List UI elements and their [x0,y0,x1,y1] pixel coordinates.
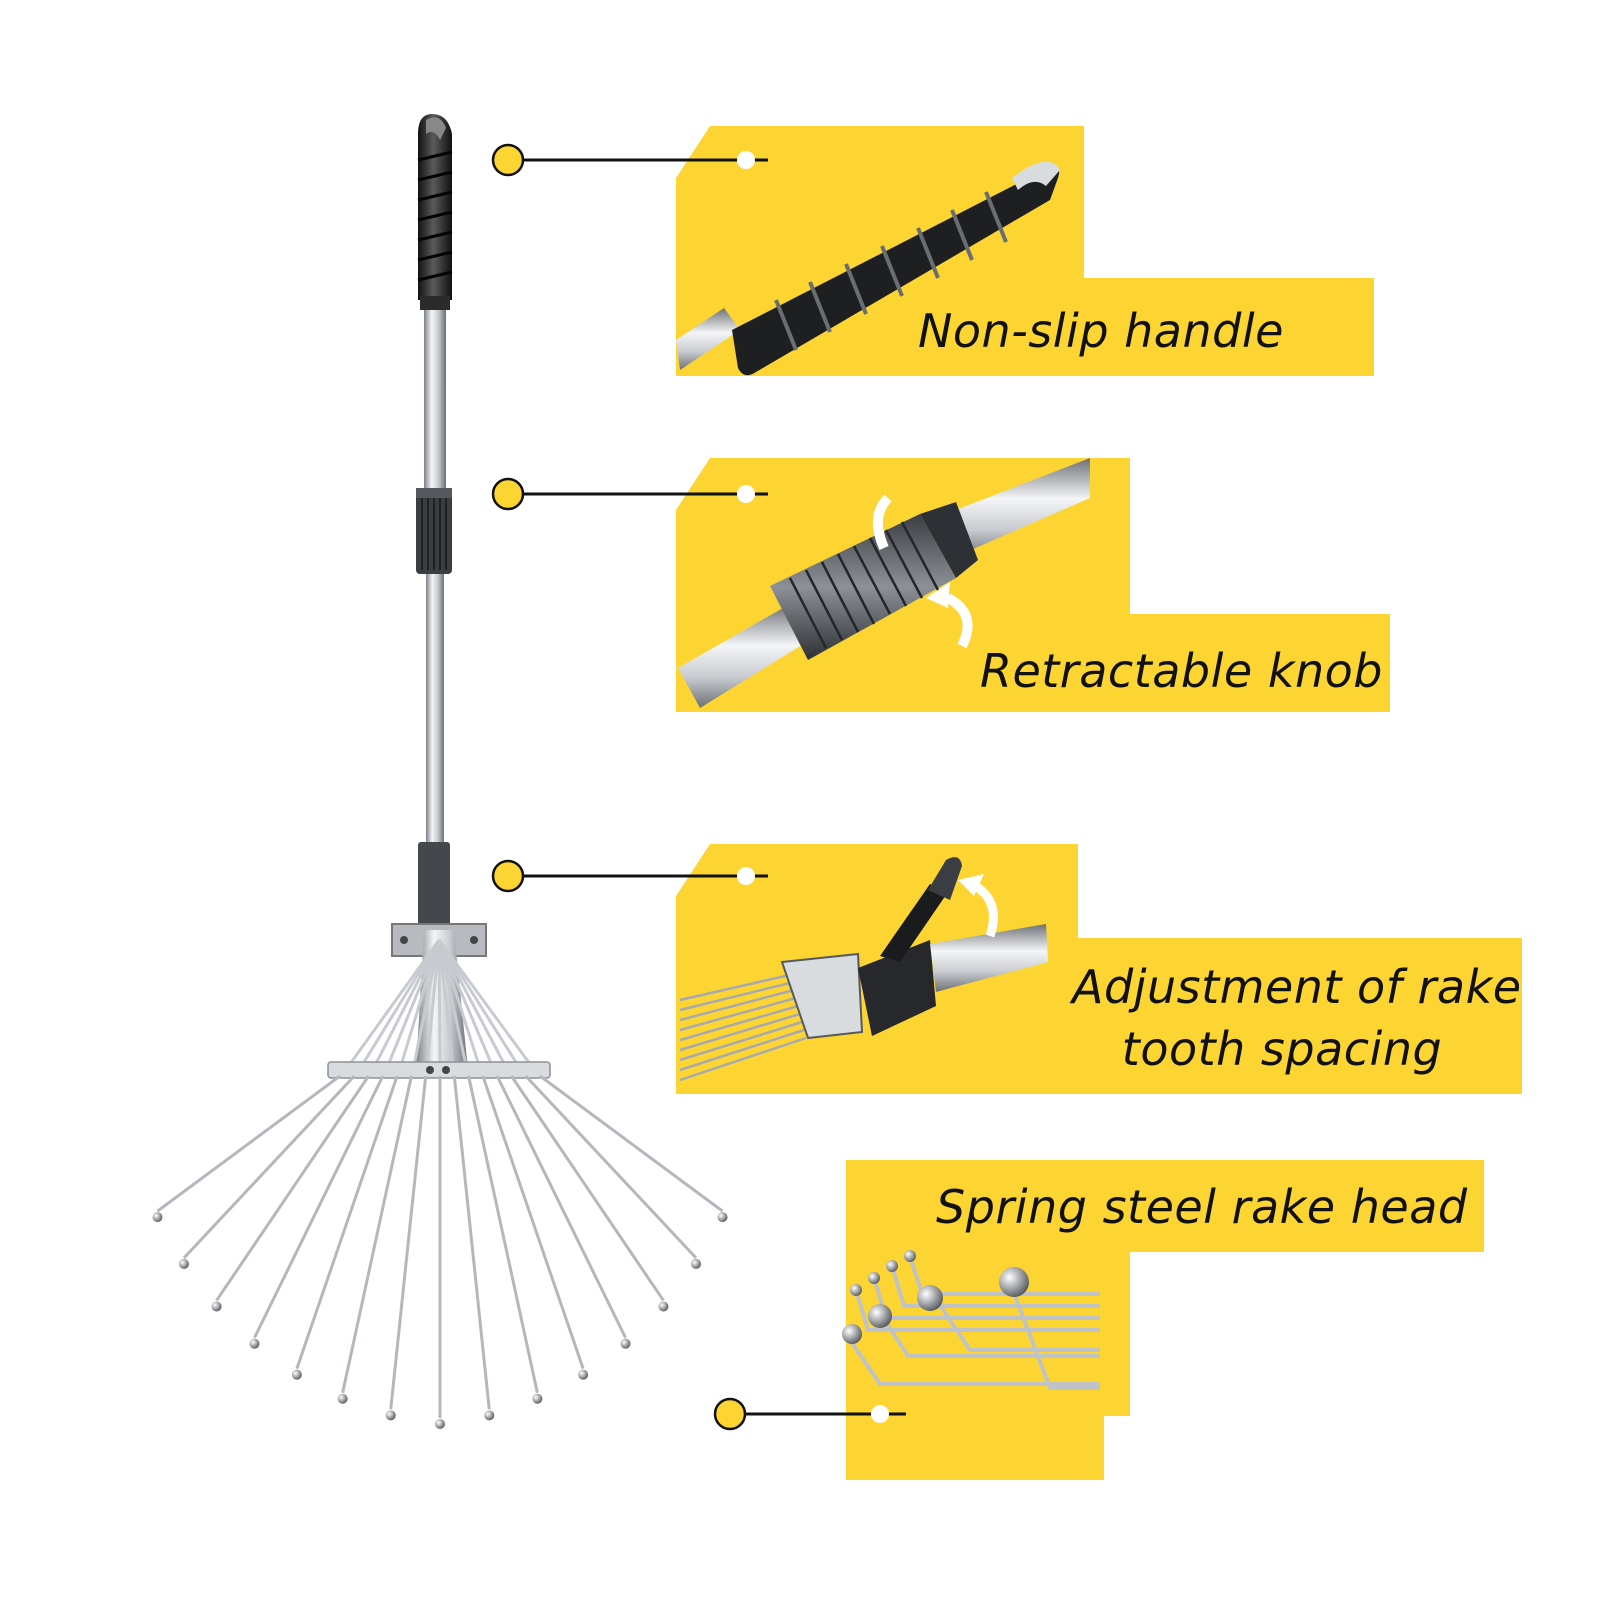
tine-upper [425,939,441,1065]
callout-handle [491,126,1374,376]
tine-ball-tip [484,1410,495,1421]
tine-ball-tip [691,1258,702,1269]
tine-upper [348,939,441,1065]
label-tooth-spacing-line1: Adjustment of rake [1072,960,1522,1014]
label-non-slip-handle: Non-slip handle [918,304,1284,358]
label-spring-steel-head: Spring steel rake head [936,1180,1468,1234]
callout-head [713,1160,1484,1480]
rake-crossbar [327,1061,551,1079]
rake-tines [152,1074,728,1429]
tine-upper [437,939,442,1065]
tine-upper [399,939,441,1065]
tine [389,1075,428,1410]
tine [215,1075,370,1302]
tine-ball-tip [291,1369,302,1380]
label-tooth-spacing: Adjustment of rake tooth spacing [1072,956,1522,1080]
tine [295,1075,399,1370]
rake-grip [417,114,453,310]
tine [156,1074,341,1213]
rake-illustration [152,114,728,1429]
callout-panel-head [846,1160,1484,1480]
tine-upper [437,939,468,1065]
tine [510,1075,665,1302]
rake-upper-pole [424,310,446,490]
tine [341,1075,413,1394]
tine-upper [412,939,441,1065]
tine-ball-tip [658,1301,669,1312]
tine-upper [374,939,441,1065]
tine-ball-tip [152,1212,163,1223]
callout-panel-spacing [676,844,1522,1094]
callout-dot-handle [491,143,525,177]
tine-upper [437,939,506,1065]
callout-dot-spacing [491,859,525,893]
tine [452,1075,491,1410]
callout-spacing [491,844,1522,1094]
tine-upper [361,939,441,1065]
tine [253,1075,385,1339]
callout-panel-knob [676,458,1390,712]
tine [481,1075,585,1370]
tine-ball-tip [435,1419,445,1429]
tine-ball-tip [620,1338,631,1349]
callout-dot-knob [491,477,525,511]
callout-knob [491,458,1390,712]
retractable-knob-icon [678,458,1090,708]
tine [467,1075,539,1394]
tine [539,1074,724,1213]
tine-upper [437,939,493,1065]
label-retractable-knob: Retractable knob [980,644,1383,698]
spring-steel-tines-icon [842,1250,1100,1390]
label-tooth-spacing-line2: tooth spacing [1121,1022,1443,1076]
tine [495,1075,627,1339]
tine-ball-tip [211,1301,222,1312]
tine-upper [437,939,532,1065]
tine [182,1074,356,1259]
rake-lower-pole [426,574,444,844]
rake-knob [416,488,452,574]
tine-ball-tip [337,1393,348,1404]
tine [524,1074,698,1259]
tine-upper [437,939,519,1065]
tine-ball-tip [717,1212,728,1223]
tine-ball-tip [249,1338,260,1349]
tine-ball-tip [578,1369,589,1380]
non-slip-handle-icon [676,161,1060,376]
tine-ball-tip [178,1258,189,1269]
tine-ball-tip [385,1410,396,1421]
tine-upper [437,939,455,1065]
tooth-spacing-lever-icon [679,857,1048,1082]
callout-dot-head [713,1397,747,1431]
tine-upper [387,939,441,1065]
tine-upper [437,939,481,1065]
tine-ball-tip [532,1393,543,1404]
